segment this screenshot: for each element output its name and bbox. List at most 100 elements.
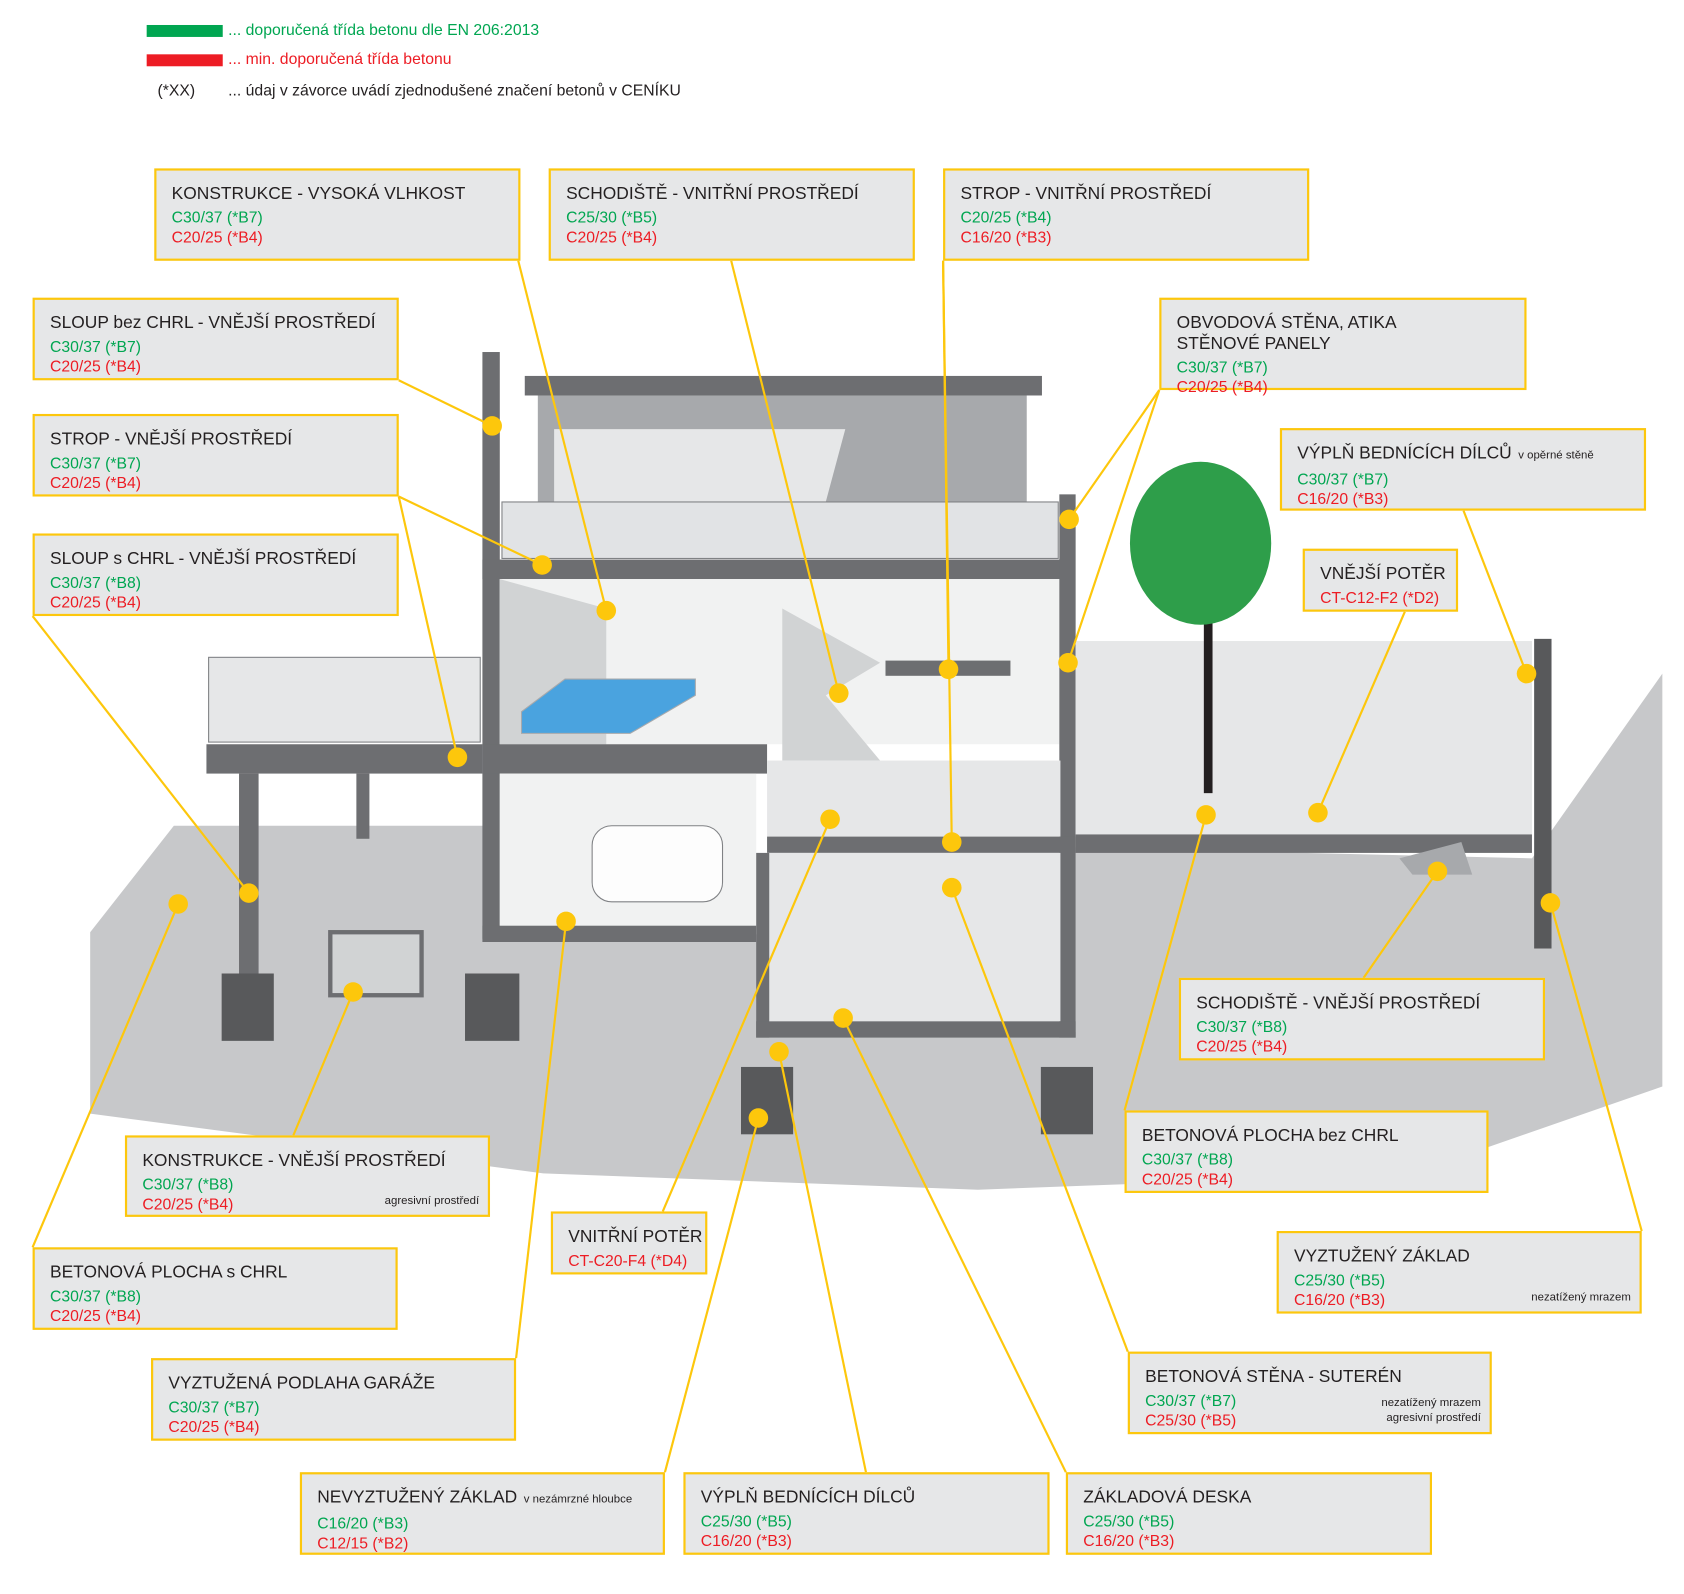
minimum-class: C20/25 (*B4)	[49, 474, 142, 493]
minimum-class: C16/20 (*B3)	[1083, 1533, 1175, 1551]
note-text: nezatížený mrazem	[1531, 1290, 1631, 1304]
leader-line	[397, 496, 459, 758]
minimum-class: C25/30 (*B5)	[1145, 1412, 1237, 1430]
car	[591, 825, 724, 903]
label-title: VÝPLŇ BEDNÍCÍCH DÍLCŮ	[701, 1487, 1032, 1508]
legend-code-text: ... údaj v závorce uvádí zjednodušené zn…	[228, 82, 681, 100]
minimum-class: C20/25 (*B4)	[1196, 1038, 1288, 1057]
upper-slab	[482, 559, 1075, 580]
minimum-class: C20/25 (*B4)	[1141, 1171, 1233, 1189]
middle-slab	[482, 744, 768, 774]
label-box: SCHODIŠTĚ - VNITŘNÍ PROSTŘEDÍ C25/30 (*B5…	[548, 168, 915, 261]
label-title: VYZTUŽENÁ PODLAHA GARÁŽE	[168, 1373, 498, 1394]
recommended-class: C30/37 (*B8)	[49, 1288, 142, 1306]
marker-dot	[343, 982, 363, 1002]
legend-code-label: (*XX)	[157, 82, 196, 100]
leader-line	[31, 903, 180, 1248]
label-title: VNĚJŠÍ POTĚR	[1320, 564, 1446, 585]
label-title: BETONOVÁ STĚNA - SUTERÉN	[1145, 1367, 1474, 1388]
recommended-class: C16/20 (*B3)	[317, 1515, 409, 1534]
retaining-wall	[1534, 638, 1552, 949]
label-title: VYZTUŽENÝ ZÁKLAD	[1294, 1246, 1624, 1267]
marker-dot	[447, 747, 468, 768]
minimum-class: C20/25 (*B4)	[1176, 379, 1268, 397]
recommended-class: C30/37 (*B8)	[142, 1176, 234, 1195]
label-note: agresivní prostředí	[385, 1193, 479, 1208]
basement-slab	[756, 1021, 1076, 1038]
minimum-class: C20/25 (*B4)	[142, 1196, 234, 1214]
minimum-class: C20/25 (*B4)	[171, 229, 263, 247]
marker-dot	[769, 1041, 789, 1062]
right-wall	[1059, 494, 1076, 1038]
terrace-column	[239, 773, 259, 975]
tree-crown	[1129, 461, 1272, 625]
marker-dot	[828, 683, 849, 703]
label-title-text: BETONOVÁ PLOCHA s CHRL	[49, 1263, 288, 1283]
label-title: STROP - VNITŘNÍ PROSTŘEDÍ	[960, 184, 1291, 205]
leader-line	[661, 818, 832, 1212]
marker-dot	[1540, 893, 1561, 913]
garden-wall	[1075, 641, 1532, 837]
label-title: BETONOVÁ PLOCHA bez CHRL	[1142, 1126, 1471, 1147]
marker-dot	[1516, 663, 1537, 684]
label-title-text: OBVODOVÁ STĚNA, ATIKA	[1176, 313, 1397, 333]
leader-line	[777, 1051, 868, 1473]
label-subtitle: v nezámrzné hloubce	[523, 1492, 633, 1506]
recommended-class: C25/30 (*B5)	[566, 209, 658, 228]
marker-dot	[941, 832, 962, 852]
minimum-class: C16/20 (*B3)	[700, 1533, 792, 1551]
marker-dot	[1308, 802, 1328, 823]
marker-dot	[556, 911, 576, 932]
recommended-class: C30/37 (*B7)	[171, 209, 263, 228]
label-title: SCHODIŠTĚ - VNĚJŠÍ PROSTŘEDÍ	[1196, 993, 1527, 1014]
marker-dot	[1058, 652, 1078, 673]
leader-line	[1123, 814, 1208, 1111]
leader-line	[1362, 870, 1439, 979]
leader-line	[31, 615, 250, 894]
leader-line	[398, 495, 543, 566]
recommended-class: C30/37 (*B7)	[49, 338, 142, 357]
label-box: BETONOVÁ PLOCHA bez CHRL C30/37 (*B8)C20/…	[1124, 1110, 1489, 1193]
leader-line	[842, 1017, 1067, 1473]
label-title-text: SLOUP bez CHRL - VNĚJŠÍ PROSTŘEDÍ	[49, 313, 376, 333]
label-title-text: KONSTRUKCE - VYSOKÁ VLHKOST	[171, 184, 466, 204]
outdoor-stairs	[1399, 842, 1473, 875]
label-title-text: SCHODIŠTĚ - VNITŘNÍ PROSTŘEDÍ	[566, 184, 859, 204]
recommended-class: C30/37 (*B7)	[49, 455, 142, 473]
recommended-class: C20/25 (*B4)	[960, 209, 1052, 228]
stairs	[782, 608, 881, 761]
minimum-class: C20/25 (*B4)	[49, 594, 142, 612]
leader-lines	[31, 260, 1643, 1473]
label-box: VNĚJŠÍ POTĚR CT-C12-F2 (*D2)	[1302, 548, 1459, 612]
recommended-class: C30/37 (*B8)	[1141, 1151, 1233, 1170]
leader-line	[663, 1117, 760, 1473]
leader-line	[941, 260, 953, 843]
label-title: BETONOVÁ PLOCHA s CHRL	[50, 1263, 380, 1284]
label-box: BETONOVÁ STĚNA - SUTERÉN C30/37 (*B7)C25/…	[1127, 1351, 1492, 1435]
recommended-class: C30/37 (*B7)	[1145, 1392, 1237, 1411]
footing	[465, 973, 520, 1041]
note-text: agresivní prostředí	[384, 1194, 480, 1208]
leader-line	[292, 991, 355, 1136]
marker-dot	[833, 1008, 853, 1028]
minimum-class: CT-C12-F2 (*D2)	[1320, 589, 1440, 608]
label-title-text: VYZTUŽENÝ ZÁKLAD	[1294, 1247, 1470, 1266]
note-text: agresivní prostředí	[1386, 1411, 1481, 1425]
leader-line	[1066, 389, 1161, 664]
basement	[767, 852, 1061, 1022]
label-title: STROP - VNĚJŠÍ PROSTŘEDÍ	[50, 429, 381, 450]
label-box: STROP - VNĚJŠÍ PROSTŘEDÍ C30/37 (*B7)C20/…	[32, 413, 399, 497]
label-title: VNITŘNÍ POTĚR	[568, 1227, 702, 1248]
legend-red-text: ... min. doporučená třída betonu	[228, 51, 452, 69]
